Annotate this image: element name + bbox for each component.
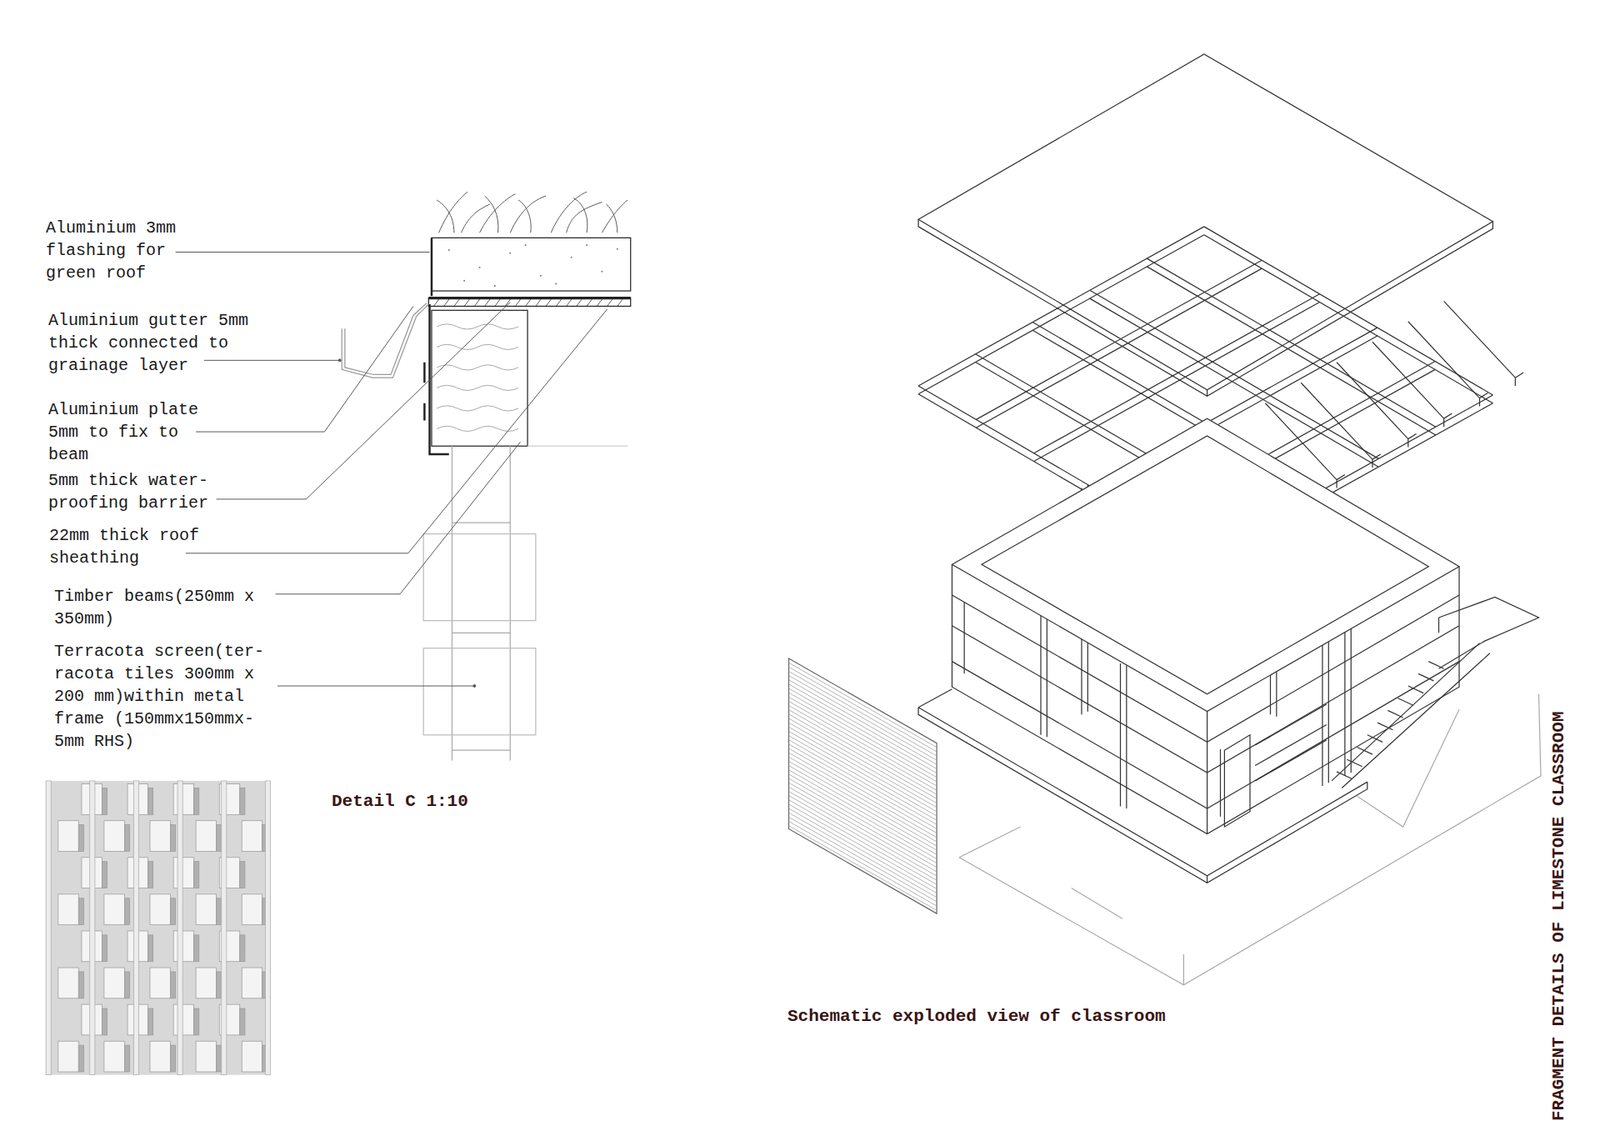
exploded-view <box>789 54 1541 985</box>
soil-layer <box>431 237 631 291</box>
beam <box>1204 226 1494 404</box>
callout-label: Aluminium gutter 5mm thick connected to … <box>48 309 259 377</box>
beam-end <box>1444 300 1525 386</box>
timber-beam <box>431 310 528 446</box>
view-caption: Schematic exploded view of classroom <box>787 1006 1166 1026</box>
callout-label: Terracota screen(ter- racota tiles 300mm… <box>54 640 270 753</box>
beam <box>918 226 1205 395</box>
callout-label: Aluminium 3mm flashing for green roof <box>45 216 186 285</box>
callout-label: Aluminium plate 5mm to fix to beam <box>48 398 209 466</box>
beam-end <box>1408 321 1489 407</box>
beam-end <box>1336 362 1417 448</box>
beam <box>975 260 1262 428</box>
callout-label: 22mm thick roof sheathing <box>49 524 210 570</box>
callout-label: 5mm thick water- proofing barrier <box>48 469 219 515</box>
detail-caption: Detail C 1:10 <box>331 791 469 811</box>
green-roof-plants <box>436 191 628 233</box>
beam-end <box>1372 341 1453 427</box>
beam-end <box>1300 382 1381 468</box>
callout-label: Timber beams(250mm x 350mm) <box>54 585 265 630</box>
terracotta-screen-pattern <box>45 780 270 1075</box>
beam <box>1146 258 1436 435</box>
sheet-title: FRAGMENT DETAILS OF LIMESTONE CLASSROOM <box>1548 711 1570 1121</box>
